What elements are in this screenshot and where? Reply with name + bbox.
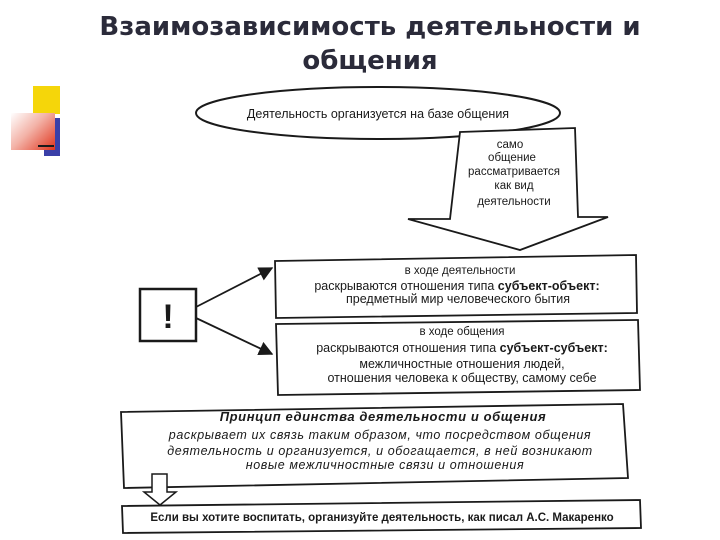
box1-line-2: раскрываются отношения типа субъект-объе… <box>314 279 599 293</box>
arrow-text-1: само <box>497 139 523 151</box>
principle-line-2: деятельность и организуется, и обогащает… <box>167 444 592 458</box>
arrow-text-3: рассматривается <box>468 166 560 178</box>
ellipse-text: Деятельность организуется на базе общени… <box>247 107 509 121</box>
arrow-text-4: как вид <box>494 180 533 192</box>
principle-line-3: новые межличностные связи и отношения <box>246 458 525 472</box>
decor-yellow-square <box>33 86 60 114</box>
title-line-2: общения <box>302 46 438 76</box>
arrow-text-5: деятельности <box>477 196 550 208</box>
arrow-to-box2 <box>195 317 274 355</box>
activity-relations-box <box>274 254 638 319</box>
decor-line <box>38 145 54 147</box>
slide-title: Взаимозависимость деятельности и общения <box>60 10 680 78</box>
exclamation-box <box>138 287 198 343</box>
decor-red-square <box>11 113 55 150</box>
arrow-text-2: общение <box>488 152 536 164</box>
makarenko-quote-text: Если вы хотите воспитать, организуйте де… <box>150 512 613 524</box>
box2-line-3: межличностные отношения людей, <box>359 357 564 371</box>
box2-line-4: отношения человека к обществу, самому се… <box>327 371 596 385</box>
box1-line-1: в ходе деятельности <box>405 265 516 277</box>
exclamation-mark: ! <box>162 298 173 336</box>
small-down-arrow <box>141 473 179 506</box>
principle-line-1: раскрывает их связь таким образом, что п… <box>168 428 591 442</box>
box1-line-3: предметный мир человеческого бытия <box>346 292 570 306</box>
communication-relations-box <box>275 319 641 396</box>
activity-ellipse <box>195 86 561 140</box>
box2-line-1: в ходе общения <box>419 326 504 338</box>
title-line-1: Взаимозависимость деятельности и <box>99 12 641 42</box>
principle-heading: Принцип единства деятельности и общения <box>220 409 547 424</box>
arrow-to-box1 <box>195 267 274 308</box>
down-arrow-shape <box>407 127 609 251</box>
makarenko-quote-box <box>121 499 642 534</box>
principle-box <box>120 403 629 489</box>
box2-line-2: раскрываются отношения типа субъект-субъ… <box>316 341 608 355</box>
